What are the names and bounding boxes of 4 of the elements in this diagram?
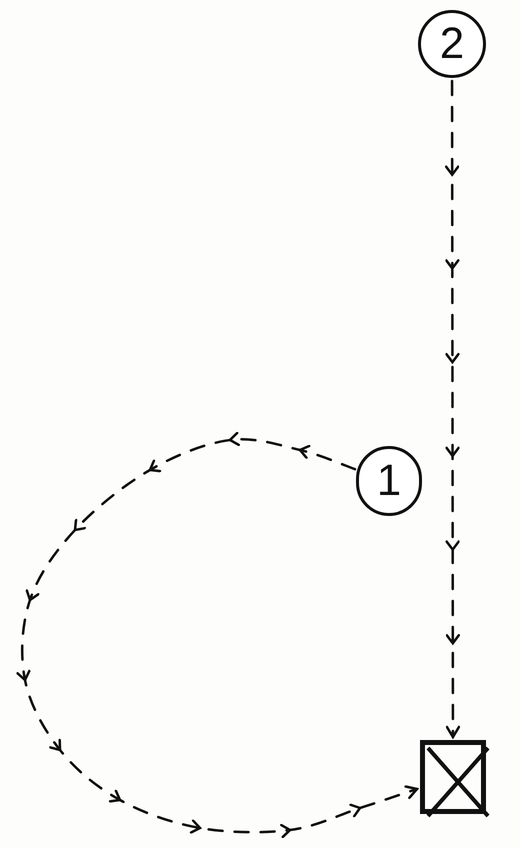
dashed-arrow (445, 80, 460, 739)
dashed-arrow (16, 432, 419, 838)
step-number: 2 (440, 22, 464, 66)
step-number: 1 (376, 459, 402, 503)
